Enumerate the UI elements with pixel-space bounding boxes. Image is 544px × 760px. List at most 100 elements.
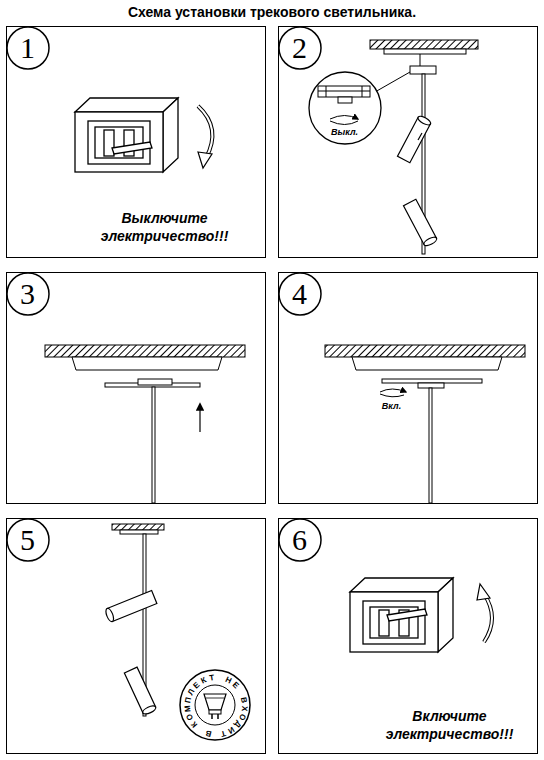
badge-letter: В <box>203 705 221 739</box>
switch-box <box>75 98 178 172</box>
switch-arrow-part <box>477 584 490 600</box>
number-circles-part <box>279 273 321 315</box>
spotlight-part-part <box>104 607 115 622</box>
number-circles-part <box>7 27 49 69</box>
inset-detail-part <box>338 97 352 103</box>
badge-letter: Х <box>216 701 250 714</box>
switch-label: Выкл. <box>331 127 358 138</box>
spotlight-part-part <box>423 235 438 247</box>
switch-box-part <box>75 112 163 172</box>
pendant-rod <box>429 388 432 503</box>
ceiling-part <box>382 379 482 383</box>
up-arrow <box>200 404 201 432</box>
ceiling-part <box>120 530 158 534</box>
ceiling <box>112 524 164 534</box>
inset-detail-part <box>318 86 370 97</box>
ceiling <box>45 345 245 387</box>
bulb-badge-part <box>209 710 221 714</box>
spotlight-part <box>397 115 431 163</box>
up-arrow-part <box>199 404 200 432</box>
number-circles-part <box>7 273 49 315</box>
step-panel: 3 <box>6 272 266 504</box>
badge-letter: О <box>214 701 248 723</box>
ceiling-part <box>418 383 444 388</box>
bulb-badge-part <box>217 714 219 719</box>
switch-box-part <box>438 578 453 652</box>
badge-letter: Т <box>206 673 221 707</box>
ceiling-part <box>72 357 222 370</box>
ceiling-part <box>420 54 421 66</box>
number-circles-part <box>279 27 321 69</box>
step-number: 4 <box>292 279 307 309</box>
number-circles <box>7 27 321 561</box>
spotlight-part <box>418 133 422 140</box>
switch-box-part <box>104 130 114 156</box>
ceiling-part <box>325 345 525 357</box>
step-number: 2 <box>292 33 307 63</box>
number-circles-part <box>279 519 321 561</box>
step-panel: 5В КОМПЛЕКТ НЕ ВХОДИТ <box>6 518 266 754</box>
ceiling <box>370 40 478 74</box>
spotlight <box>104 591 157 716</box>
switch-box-part <box>350 578 453 592</box>
switch-arrow-part <box>198 152 212 168</box>
ceiling <box>325 345 525 388</box>
switch-box-part <box>88 121 150 164</box>
page-title: Схема установки трекового светильника. <box>0 3 544 21</box>
rotate-arrow-part <box>380 394 404 397</box>
step-panel: 2Выкл. <box>278 26 538 258</box>
step-number: 3 <box>20 279 35 309</box>
bulb-badge-part <box>195 685 235 725</box>
switch-box-part <box>379 610 389 636</box>
ceiling-part <box>112 524 164 530</box>
bulb-badge-part <box>180 670 250 740</box>
spotlight-part-part <box>417 115 432 127</box>
switch-box-part <box>350 592 438 652</box>
step-panel: 4Вкл. <box>278 272 538 504</box>
spotlight-part-part <box>142 704 157 715</box>
ceiling-part <box>352 357 502 370</box>
switch-arrow <box>198 106 212 168</box>
bulb-badge-part <box>204 694 226 710</box>
spotlight-part-part <box>107 591 157 622</box>
number-circles-part <box>7 519 49 561</box>
spotlight-part <box>403 199 437 247</box>
switch-arrow-part <box>484 594 492 642</box>
bulb-badge <box>180 670 250 740</box>
spotlight-part <box>124 667 157 716</box>
switch-box-part <box>112 142 152 154</box>
inset-detail-part <box>326 86 327 97</box>
instruction-text: Включите электричество!!! <box>370 707 530 743</box>
switch-arrow-part <box>198 106 212 158</box>
spotlight-part <box>104 591 157 623</box>
bulb-badge-part <box>211 714 213 719</box>
inset-detail <box>309 72 410 144</box>
ceiling-part <box>370 40 478 49</box>
ceiling-part <box>384 49 466 54</box>
pendant-rod <box>152 387 155 503</box>
rotate-arrow-part <box>380 389 406 392</box>
step-panel: 6Включите электричество!!! <box>278 518 538 754</box>
inset-detail-part <box>375 72 410 92</box>
badge-letter: Н <box>212 674 235 708</box>
ceiling-part <box>138 379 172 385</box>
step-number: 5 <box>20 525 35 555</box>
spotlight <box>397 115 437 248</box>
inset-detail-part <box>330 116 358 120</box>
step-number: 1 <box>20 33 35 63</box>
bulb-badge-part <box>206 698 224 699</box>
inset-detail-part <box>330 121 358 125</box>
switch-box-part <box>387 609 427 621</box>
switch-arrow-part <box>198 106 212 158</box>
step-number: 6 <box>292 525 307 555</box>
instruction-text: Выключите электричество!!! <box>85 209 245 245</box>
pendant-rod-part <box>152 387 155 503</box>
pendant-rod-part <box>429 388 432 503</box>
switch-box <box>350 578 453 652</box>
switch-box-part <box>363 601 425 644</box>
switch-arrow-part <box>484 594 492 642</box>
inset-detail-part <box>362 86 363 97</box>
